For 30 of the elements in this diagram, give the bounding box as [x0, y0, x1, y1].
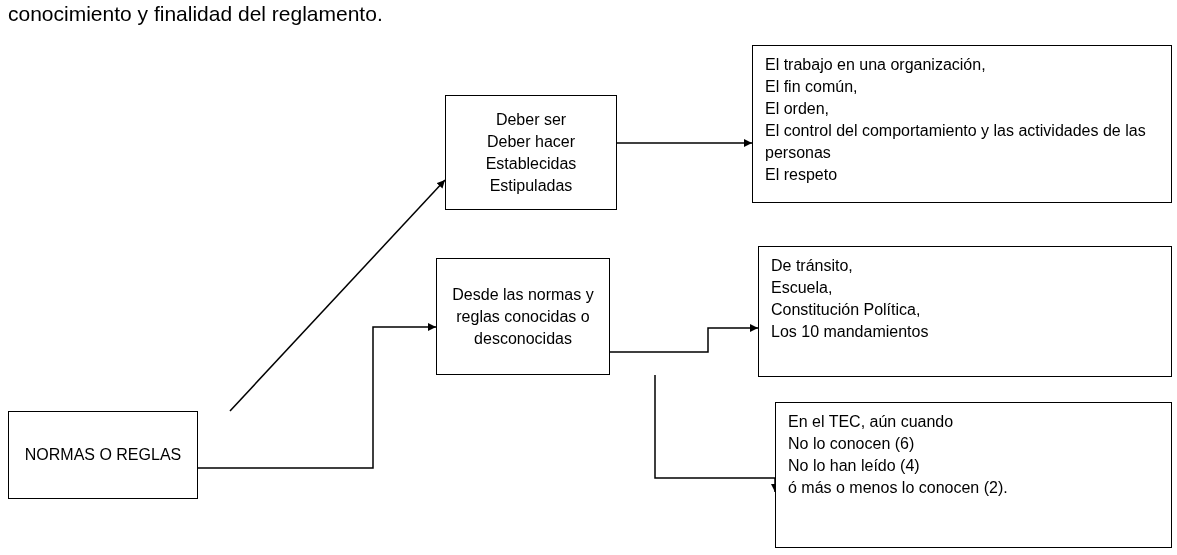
arrow [229, 179, 446, 412]
box-text: El orden, [765, 99, 830, 119]
box-text: Desde las normas y reglas conocidas o desconocidas [451, 284, 595, 349]
box-text: Los 10 mandamientos [771, 322, 929, 342]
box-text: De tránsito, [771, 256, 853, 276]
box-text: El control del comportamiento y las actividades de las personas [765, 121, 1147, 163]
arrow [609, 324, 759, 353]
text-box [758, 246, 1172, 377]
box-text: ó más o menos lo conocen (2). [788, 478, 1008, 498]
arrow [616, 139, 753, 147]
box-text: Establecidas [485, 153, 577, 174]
box-text: Estipuladas [489, 175, 573, 196]
box-text: En el TEC, aún cuando [788, 412, 954, 432]
text-box [445, 95, 617, 210]
text-box [8, 411, 198, 499]
text-box [775, 402, 1172, 548]
text-box [752, 45, 1172, 203]
box-text: El respeto [765, 165, 838, 185]
arrow [197, 323, 437, 469]
box-text: Escuela, [771, 278, 833, 298]
heading-text: conocimiento y finalidad del reglamento. [8, 2, 383, 26]
box-text: No lo han leído (4) [788, 456, 920, 476]
text-box [436, 258, 610, 375]
box-text: El fin común, [765, 77, 858, 97]
box-text: NORMAS O REGLAS [24, 445, 182, 465]
box-text: El trabajo en una organización, [765, 55, 986, 75]
box-text: Constitución Política, [771, 300, 921, 320]
box-text: Deber hacer [486, 131, 575, 152]
box-text: No lo conocen (6) [788, 434, 915, 454]
box-text: Deber ser [495, 109, 567, 130]
